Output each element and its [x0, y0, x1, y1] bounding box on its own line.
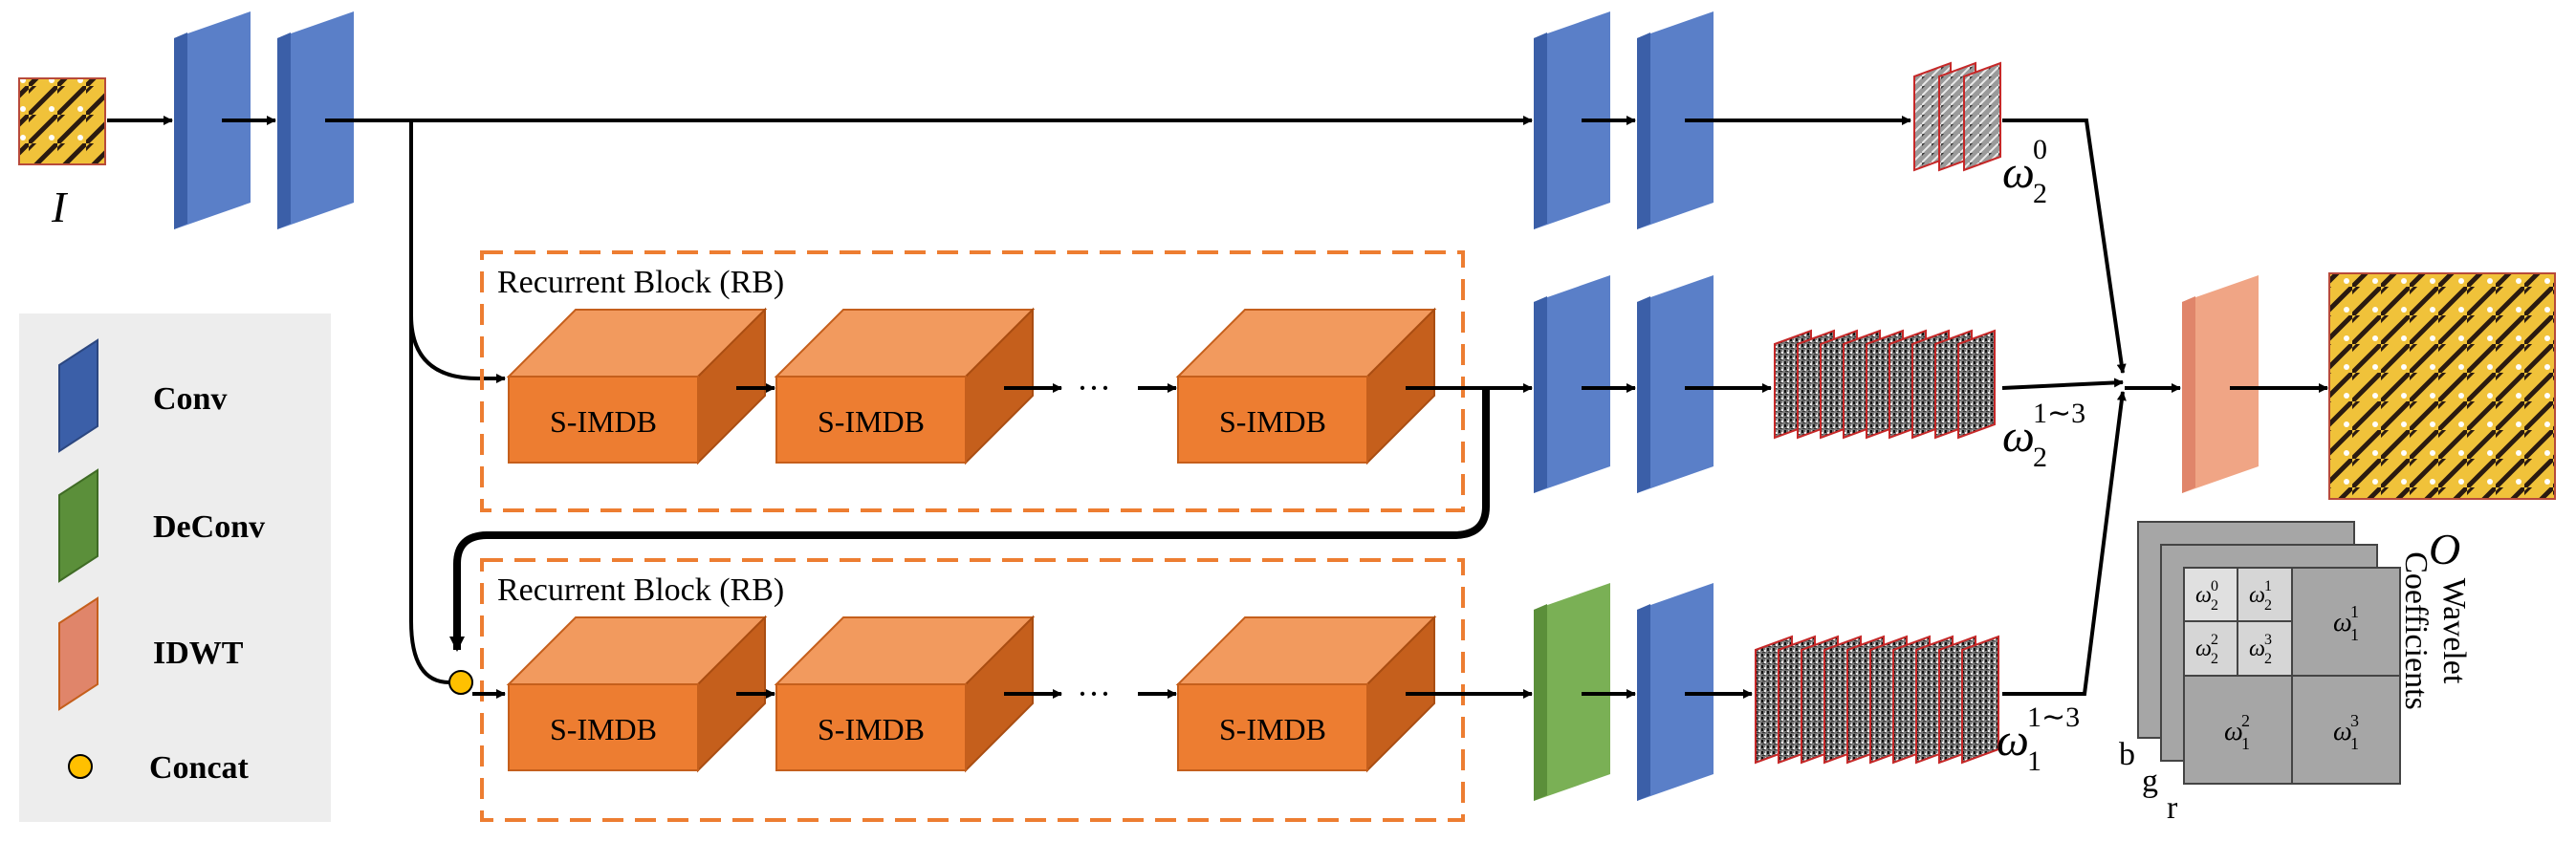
conv-layer-bottom — [1637, 583, 1714, 801]
arrow-w20-to-idwt — [2002, 119, 2127, 374]
svg-text:1∼3: 1∼3 — [2033, 398, 2085, 429]
wavelet-cell-w13: ω 1 3 — [2333, 711, 2359, 753]
conv-layer-1 — [174, 11, 251, 229]
idwt-layer — [2182, 275, 2259, 493]
legend-conv-label: Conv — [153, 381, 227, 417]
deconv-layer-bottom — [1534, 583, 1610, 801]
svg-text:ω: ω — [2195, 637, 2212, 661]
svg-text:ω: ω — [2333, 608, 2352, 637]
ellipsis-rb2: ··· — [1077, 675, 1111, 713]
svg-text:1: 1 — [2350, 602, 2359, 621]
conv-layer-top-4 — [1637, 11, 1714, 229]
legend-conv-icon — [58, 338, 98, 453]
simdb-block-1-1: S-IMDB — [506, 307, 768, 465]
wavelet-cell-w20: ω 2 0 — [2195, 578, 2218, 614]
svg-text:2: 2 — [2211, 651, 2218, 667]
wavelet-cell-w11: ω 1 1 — [2333, 602, 2359, 644]
svg-text:1: 1 — [2241, 734, 2250, 753]
svg-text:1: 1 — [2350, 734, 2359, 753]
recurrent-block-2-border — [480, 558, 1465, 822]
label-w20: ω 2 0 — [2002, 134, 2047, 209]
svg-text:ω: ω — [2002, 411, 2035, 462]
legend-deconv-icon — [58, 468, 98, 583]
svg-text:2: 2 — [2033, 442, 2047, 473]
svg-text:2: 2 — [2264, 651, 2272, 667]
branch-to-concat — [409, 315, 450, 684]
simdb-block-2-2: S-IMDB — [774, 615, 1036, 773]
channel-g: g — [2142, 764, 2158, 799]
conv-layer-mid-2 — [1637, 275, 1714, 493]
concat-node — [448, 670, 473, 695]
simdb-block-2-3: S-IMDB — [1175, 615, 1437, 773]
legend-idwt-icon — [58, 596, 98, 711]
svg-text:3: 3 — [2350, 711, 2359, 730]
wavelet-cell-w21: ω 2 1 — [2249, 578, 2272, 614]
recurrent-feedback-arrow — [449, 388, 1490, 652]
wavelet-coefficients: ω 2 0 ω 2 1 ω 2 2 ω 2 3 ω 1 1 ω 1 2 — [2119, 521, 2472, 826]
wavelet-cell-w22: ω 2 2 — [2195, 632, 2218, 667]
svg-text:1: 1 — [2350, 625, 2359, 644]
input-image — [18, 77, 106, 165]
channel-r: r — [2167, 790, 2178, 826]
legend-deconv-label: DeConv — [153, 509, 265, 545]
conv-layer-top-3 — [1534, 11, 1610, 229]
output-image-edge — [2328, 272, 2556, 500]
svg-text:2: 2 — [2211, 632, 2218, 648]
label-w113: ω 1 1∼3 — [1997, 702, 2080, 777]
svg-text:0: 0 — [2033, 134, 2047, 165]
recurrent-block-2-label: Recurrent Block (RB) — [497, 572, 784, 608]
svg-text:S-IMDB: S-IMDB — [550, 712, 657, 746]
simdb-block-1-3: S-IMDB — [1175, 307, 1437, 465]
label-w213: ω 2 1∼3 — [2002, 398, 2085, 473]
simdb-block-1-2: S-IMDB — [774, 307, 1036, 465]
feature-maps-w113 — [1755, 635, 1999, 765]
svg-text:3: 3 — [2264, 632, 2272, 648]
feature-maps-w213 — [1774, 329, 1996, 440]
svg-text:2: 2 — [2241, 711, 2250, 730]
svg-text:2: 2 — [2033, 178, 2047, 209]
svg-text:S-IMDB: S-IMDB — [818, 712, 925, 746]
wavelet-title-line1: Wavelet — [2436, 578, 2472, 684]
legend: Conv DeConv IDWT Concat — [19, 313, 331, 822]
svg-text:1: 1 — [2027, 745, 2041, 777]
legend-concat-label: Concat — [149, 750, 250, 786]
channel-b: b — [2119, 737, 2135, 772]
svg-text:S-IMDB: S-IMDB — [1219, 404, 1326, 439]
arrow-w213-to-idwt — [2001, 378, 2124, 390]
input-label: I — [51, 183, 69, 231]
svg-text:S-IMDB: S-IMDB — [1219, 712, 1326, 746]
output-image — [2329, 273, 2555, 499]
svg-text:ω: ω — [2195, 583, 2212, 608]
wavelet-title-line2: Coefficients — [2398, 551, 2434, 710]
arrow-w113-to-idwt — [2002, 391, 2127, 696]
wavelet-cell-w12: ω 1 2 — [2224, 711, 2250, 753]
svg-text:1∼3: 1∼3 — [2027, 702, 2080, 733]
simdb-block-2-1: S-IMDB — [506, 615, 768, 773]
svg-text:2: 2 — [2264, 597, 2272, 614]
recurrent-block-1-border — [480, 250, 1465, 512]
branch-to-rb1 — [409, 120, 506, 383]
svg-text:2: 2 — [2211, 597, 2218, 614]
svg-text:S-IMDB: S-IMDB — [818, 404, 925, 439]
svg-text:1: 1 — [2264, 578, 2272, 594]
svg-text:S-IMDB: S-IMDB — [550, 404, 657, 439]
svg-text:ω: ω — [2002, 147, 2035, 198]
output-label: O — [2429, 525, 2460, 573]
svg-text:ω: ω — [2249, 583, 2265, 608]
svg-text:ω: ω — [1997, 715, 2029, 766]
legend-concat-icon — [68, 754, 93, 779]
recurrent-block-1-label: Recurrent Block (RB) — [497, 265, 784, 300]
legend-idwt-label: IDWT — [153, 636, 244, 671]
svg-text:ω: ω — [2249, 637, 2265, 661]
wavelet-cell-w23: ω 2 3 — [2249, 632, 2272, 667]
svg-text:0: 0 — [2211, 578, 2218, 594]
conv-layer-2 — [277, 11, 354, 229]
svg-text:ω: ω — [2224, 717, 2243, 746]
svg-text:ω: ω — [2333, 717, 2352, 746]
feature-maps-w20 — [1913, 61, 2001, 172]
ellipsis-rb1: ··· — [1077, 369, 1111, 407]
conv-layer-mid-1 — [1534, 275, 1610, 493]
